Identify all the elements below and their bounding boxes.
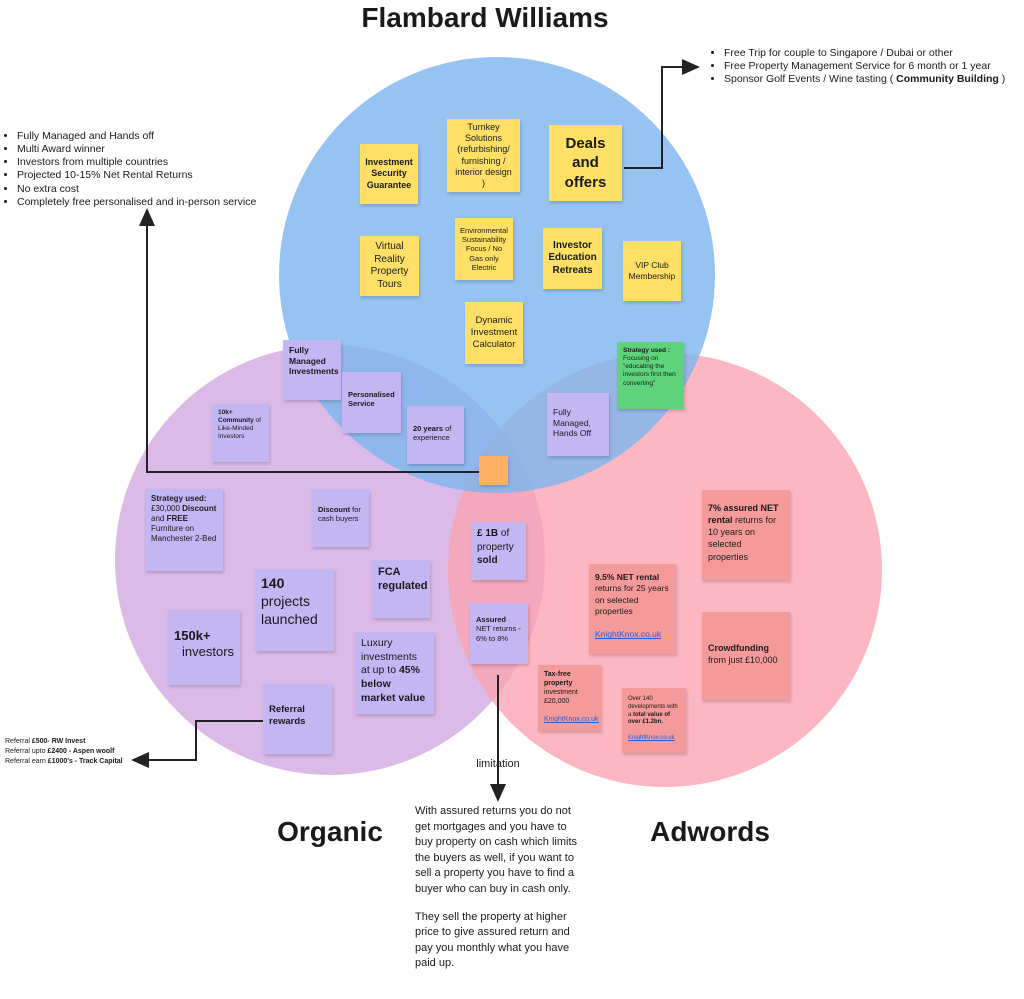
note-strategy-green: Strategy used :Focusing on "educating th… [617,342,684,409]
knightknox-link[interactable]: KnightKnox.co.uk [628,734,675,741]
bullet-item: Projected 10-15% Net Rental Returns [17,169,293,182]
note-luxury: Luxury investments at up to 45% below ma… [355,632,434,714]
limitation-label: limitation [476,758,520,770]
organic-title: Organic [277,816,383,847]
note-environmental: Environmental Sustainability Focus / No … [455,218,513,280]
note-property-sold: £ 1B of property sold [471,522,526,580]
note-vip-club: VIP Club Membership [623,241,681,301]
note-twenty-years: 20 years of experience [407,406,464,464]
limitation-paragraph: With assured returns you do not get mort… [415,805,578,896]
bullet-item: Free Property Management Service for 6 m… [724,60,1022,73]
adwords-title: Adwords [650,816,770,847]
bullet-item: Multi Award winner [17,143,293,156]
note-crowdfunding: Crowdfunding from just £10,000 [702,612,790,700]
knightknox-link[interactable]: KnightKnox.co.uk [544,716,599,724]
referral-list: Referral £500- RW Invest Referral upto £… [5,737,135,767]
limitation-text: With assured returns you do not get mort… [415,804,585,984]
flambard-williams-title: Flambard Williams [361,2,609,33]
bullet-item: Investors from multiple countries [17,156,293,169]
note-turnkey: Turnkey Solutions (refurbishing/ furnish… [447,119,520,192]
note-investors: 150k+investors [168,610,240,685]
note-investor-education: Investor Education Retreats [543,228,602,289]
referral-arrow [131,720,263,768]
center-to-left-arrow [139,208,479,473]
note-strategy-organic: Strategy used:£30,000 Discount and FREE … [145,489,223,571]
bullet-item: Fully Managed and Hands off [17,130,293,143]
bullet-item: Completely free personalised and in-pers… [17,196,293,209]
note-personalised-service: Personalised Service [342,372,401,433]
bullet-item: No extra cost [17,183,293,196]
note-investment-security: Investment Security Guarantee [360,144,418,204]
note-dynamic-calculator: Dynamic Investment Calculator [465,302,523,364]
note-fully-managed-hands-off: Fully Managed, Hands Off [547,393,609,456]
center-marker [479,456,508,485]
deals-arrow [624,59,700,169]
note-seven-percent: 7% assured NET rental returns for 10 yea… [702,490,790,580]
note-fca-regulated: FCA regulated [372,560,430,618]
note-assured-returns: Assured NET returns - 6% to 8% [470,603,528,664]
referral-item: Referral earn £1000's - Track Capital [5,758,123,766]
note-fully-managed-investments: Fully Managed Investments [283,340,341,400]
note-tax-free: Tax-free property investment £20,000 Kni… [538,665,601,731]
note-referral-rewards: Referral rewards [263,684,332,754]
limitation-paragraph: They sell the property at higher price t… [415,910,570,970]
knightknox-link[interactable]: KnightKnox.co.uk [595,629,662,640]
left-bullets: Fully Managed and Hands off Multi Award … [3,130,293,209]
note-deals-offers: Deals and offers [549,125,622,201]
bullet-item: Sponsor Golf Events / Wine tasting ( Com… [724,73,1022,86]
note-nine-percent: 9.5% NET rental returns for 25 years on … [589,564,676,654]
top-right-bullets: Free Trip for couple to Singapore / Duba… [710,47,1022,86]
referral-item: Referral £500- RW Invest [5,738,86,745]
note-virtual-reality: Virtual Reality Property Tours [360,236,419,296]
referral-item: Referral upto £2400 - Aspen woolf [5,748,115,756]
note-over-140: Over 140 developments with a total value… [622,688,686,753]
bullet-item: Free Trip for couple to Singapore / Duba… [724,47,1022,60]
note-discount: Discount for cash buyers [312,489,369,547]
note-community: 10k+ Community of Like-Minded Investors [212,404,269,462]
